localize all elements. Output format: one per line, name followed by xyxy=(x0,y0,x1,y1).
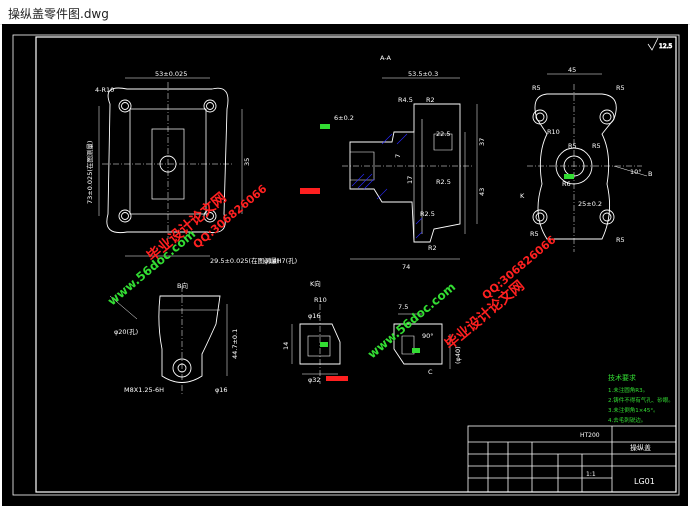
dim-r2b: R2 xyxy=(428,244,437,252)
file-title-bar: 操纵盖零件图.dwg xyxy=(0,0,690,25)
dim-29-5: 29.5±0.025(在图测量) xyxy=(210,256,280,265)
dim-14h7: φ14H7(孔) xyxy=(264,257,297,265)
section-aa-view xyxy=(342,77,478,260)
dim-r5c: R5 xyxy=(568,142,577,150)
title-scale: 1:1 xyxy=(586,471,596,478)
dim-22-5: 22.5 xyxy=(436,130,450,138)
dim-44-7: 44.7±0.1 xyxy=(231,329,239,359)
view-marker-c: C xyxy=(428,368,433,376)
view-b xyxy=(109,286,228,394)
dim-phi16: φ16 xyxy=(215,386,228,394)
svg-text:12.5: 12.5 xyxy=(659,43,673,50)
red-marker-b xyxy=(326,376,348,381)
dim-43: 43 xyxy=(478,188,486,196)
file-title: 操纵盖零件图.dwg xyxy=(8,7,109,21)
roughness-symbol: 12.5 xyxy=(647,37,673,51)
view-c xyxy=(393,313,451,369)
note-1: 1.未注圆角R3。 xyxy=(608,386,648,394)
dim-m8: M8X1.25-6H xyxy=(124,386,164,394)
title-block xyxy=(467,425,677,493)
dim-14: 14 xyxy=(282,342,290,350)
green-marker-b xyxy=(564,174,574,179)
section-hatch xyxy=(351,133,423,239)
dim-17: 17 xyxy=(406,176,414,184)
title-part-name: 操纵盖 xyxy=(630,443,651,452)
dim-r2a: R2 xyxy=(426,96,435,104)
view-k-label: K向 xyxy=(310,279,321,288)
watermark-group-right: 毕业设计论文网 www.56doc.com QQ:306826066 xyxy=(365,233,559,361)
notes-title: 技术要求 xyxy=(608,373,636,382)
dim-phi40: (φ40) xyxy=(454,346,462,364)
dim-10deg: 10° xyxy=(630,168,642,176)
dim-r5d: R5 xyxy=(592,142,601,150)
dim-35: 35 xyxy=(243,158,251,166)
view-b-label: B向 xyxy=(177,281,188,290)
right-view xyxy=(527,73,648,252)
green-marker-d xyxy=(412,348,420,353)
dim-phi16b: φ16 xyxy=(308,312,321,320)
dim-r6: R6 xyxy=(562,180,571,188)
dim-r2-5b: R2.5 xyxy=(420,210,435,218)
view-k xyxy=(291,304,341,384)
dim-90deg: 90° xyxy=(422,332,434,340)
dim-r2-5a: R2.5 xyxy=(436,178,451,186)
technical-notes: 技术要求 1.未注圆角R3。 2.铸件不得有气孔、砂眼。 3.未注倒角1×45°… xyxy=(608,373,674,424)
title-material: HT200 xyxy=(580,432,600,439)
red-marker-a xyxy=(300,188,320,194)
inner-border xyxy=(35,36,677,493)
watermark-url-b: www.56doc.com xyxy=(365,280,458,362)
dim-53-5: 53.5±0.3 xyxy=(408,70,438,78)
dim-r10: R10 xyxy=(547,128,560,136)
dim-45: 45 xyxy=(568,66,576,74)
dim-37: 37 xyxy=(478,138,486,146)
cad-drawing: 12.5 53±0.025 4-R10 73±0.025(在图测量) 35 29… xyxy=(12,34,680,496)
dim-53: 53±0.025 xyxy=(155,70,187,78)
green-marker-a xyxy=(320,124,330,129)
dim-7-5: 7.5 xyxy=(398,303,408,311)
dim-74: 74 xyxy=(402,263,410,271)
green-marker-c xyxy=(320,342,328,347)
view-marker-k: K xyxy=(520,192,525,200)
dim-r5f: R5 xyxy=(530,230,539,238)
note-3: 3.未注倒角1×45°。 xyxy=(608,406,659,414)
note-4: 4.去毛刺锐边。 xyxy=(608,416,646,424)
dim-r5b: R5 xyxy=(616,84,625,92)
dim-25: 25±0.2 xyxy=(578,200,602,208)
title-drawing-code: LG01 xyxy=(634,477,655,486)
dim-7: 7 xyxy=(394,154,402,158)
outer-border xyxy=(12,34,680,496)
dim-4r10: 4-R10 xyxy=(95,86,114,94)
cad-drawing-canvas[interactable]: 12.5 53±0.025 4-R10 73±0.025(在图测量) 35 29… xyxy=(2,24,688,506)
dim-6: 6±0.2 xyxy=(334,114,354,122)
dim-r4-5: R4.5 xyxy=(398,96,413,104)
view-marker-b: B xyxy=(648,170,652,178)
note-2: 2.铸件不得有气孔、砂眼。 xyxy=(608,396,674,404)
dim-phi32: φ32 xyxy=(308,376,321,384)
dim-r5a: R5 xyxy=(532,84,541,92)
dim-phi20: φ20(孔) xyxy=(114,328,138,336)
dim-73: 73±0.025(在图测量) xyxy=(85,141,94,204)
dim-r10b: R10 xyxy=(314,296,327,304)
dim-r5e: R5 xyxy=(616,236,625,244)
front-view xyxy=(98,77,243,257)
section-label-aa: A-A xyxy=(380,54,392,62)
